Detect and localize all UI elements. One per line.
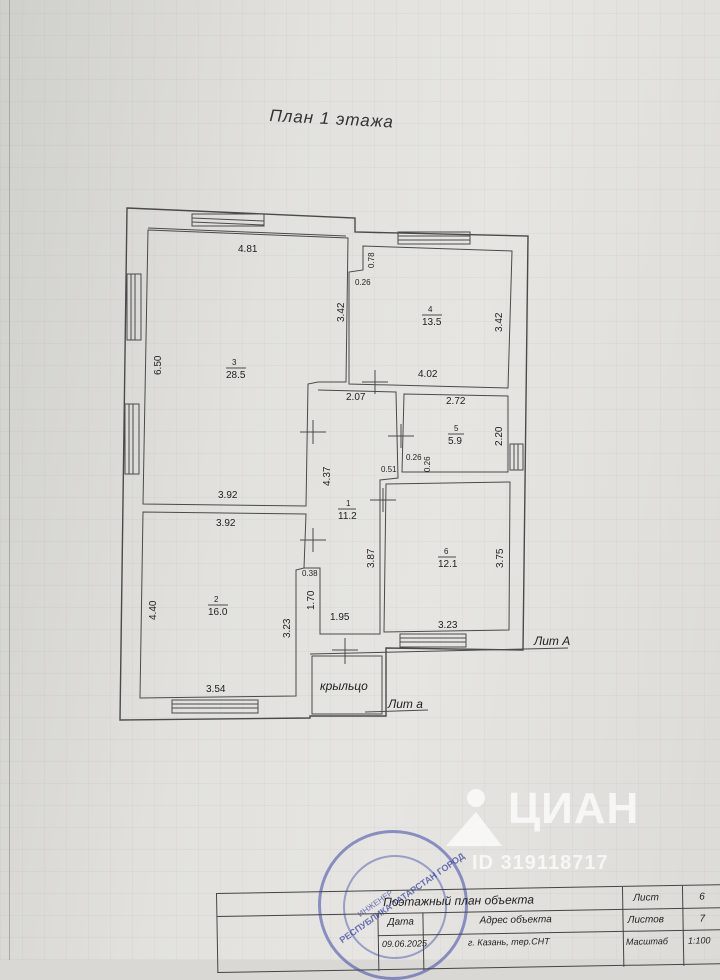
dim-r1-bottom: 1.95 — [330, 612, 350, 623]
dim-r1-lower-left: 1.70 — [306, 590, 317, 610]
dim-r6-bottom: 3.23 — [438, 620, 458, 631]
room-4-outline — [348, 245, 513, 389]
dim-r3-right: 3.42 — [336, 302, 347, 322]
paper-sheet — [0, 0, 720, 960]
dim-r4-small-2: 0.26 — [355, 278, 371, 287]
room-1-outline — [304, 389, 399, 635]
room-6-number: 6 — [444, 547, 449, 556]
dim-r5-small-2: 0.26 — [423, 456, 432, 472]
dim-r5-small-1: 0.26 — [406, 453, 422, 462]
window-top-right — [397, 231, 471, 245]
porch-outline — [311, 655, 383, 715]
room-5-outline — [401, 393, 509, 473]
tb-sheet-value: 6 — [699, 891, 705, 903]
room-5-area: 5.9 — [448, 436, 462, 447]
door-marks — [300, 370, 414, 664]
dim-r1-right: 3.87 — [366, 548, 377, 568]
dim-r1-top: 2.07 — [346, 392, 366, 403]
tb-sheets-header: Листов — [627, 914, 665, 926]
room-2-area: 16.0 — [208, 607, 228, 618]
window-top-left — [191, 213, 265, 227]
dim-r4-bottom: 4.02 — [418, 369, 438, 380]
tb-sheet-header: Лист — [633, 892, 659, 904]
dim-r3-left: 6.50 — [153, 355, 164, 375]
dim-r3-top: 4.81 — [238, 244, 258, 255]
room-3-number: 3 — [232, 358, 237, 367]
tb-address-header: Адрес объекта — [479, 914, 552, 927]
dim-r2-left: 4.40 — [148, 600, 159, 620]
tb-row-line-2 — [377, 929, 720, 937]
tb-col-line-1 — [377, 913, 380, 972]
room-3-area: 28.5 — [226, 370, 246, 381]
tb-title: Поэтажный план объекта — [383, 892, 535, 910]
room-1-number: 1 — [346, 499, 351, 508]
dim-r5-top: 2.72 — [446, 396, 466, 407]
room-6-outline — [383, 481, 511, 633]
tb-date-header: Дата — [387, 916, 415, 929]
dim-r2-bottom: 3.54 — [206, 684, 226, 695]
dim-r3-bottom: 3.92 — [218, 490, 238, 501]
stamp-inner-ring — [343, 855, 447, 959]
floor-plan: 3 28.5 4 13.5 5 5.9 1 11.2 6 12.1 2 16.0… — [119, 207, 570, 721]
lit-a-label: Лит а — [387, 697, 423, 711]
room-1-area: 11.2 — [338, 511, 357, 522]
paper-grid — [0, 0, 720, 960]
room-2-number: 2 — [214, 595, 219, 604]
room-4-number: 4 — [428, 305, 433, 314]
lit-A-label: Лит А — [533, 634, 570, 648]
room-6-area: 12.1 — [438, 559, 458, 570]
dim-r2-top: 3.92 — [216, 518, 236, 529]
window-bottom-left — [171, 699, 259, 714]
window-left-1 — [126, 273, 142, 341]
tb-scale-value: 1:100 — [687, 935, 711, 946]
tb-address-value: г. Казань, тер.СНТ — [467, 936, 550, 948]
watermark-id: ID 319118717 — [472, 852, 609, 874]
room-5-number: 5 — [454, 424, 459, 433]
room-3-outline — [142, 229, 349, 507]
window-left-2 — [124, 403, 140, 475]
tb-col-line-3 — [621, 886, 625, 967]
dim-r6-right: 3.75 — [495, 548, 506, 568]
lit-a-line — [309, 647, 569, 655]
outer-wall — [119, 207, 529, 721]
window-right — [509, 443, 524, 471]
watermark-brand: ЦИАН — [508, 784, 640, 833]
tb-sheets-value: 7 — [699, 913, 706, 925]
dim-r2-right: 3.23 — [282, 618, 293, 638]
porch-label: крыльцо — [320, 679, 368, 693]
lit-small-line — [364, 709, 429, 713]
tb-date-value: 09.06.2025 — [381, 938, 428, 950]
dim-r4-small-1: 0.78 — [367, 252, 376, 268]
watermark: ЦИАН ID 319118717 — [438, 780, 678, 890]
room-2-outline — [139, 511, 307, 699]
window-bottom-right — [399, 633, 467, 648]
dim-r1-small: 0.51 — [381, 465, 397, 474]
margin-line — [9, 0, 10, 960]
dim-r1-small-2: 0.38 — [302, 569, 318, 578]
dim-r5-right: 2.20 — [494, 426, 505, 446]
room-4-area: 13.5 — [422, 317, 442, 328]
cian-logo-icon — [446, 789, 502, 846]
dim-r4-right: 3.42 — [494, 312, 505, 332]
tb-scale-header: Масштаб — [625, 936, 669, 947]
dim-r1-left: 4.37 — [322, 466, 333, 486]
outer-wall-inner — [147, 227, 347, 237]
tb-col-line-4 — [681, 885, 685, 966]
